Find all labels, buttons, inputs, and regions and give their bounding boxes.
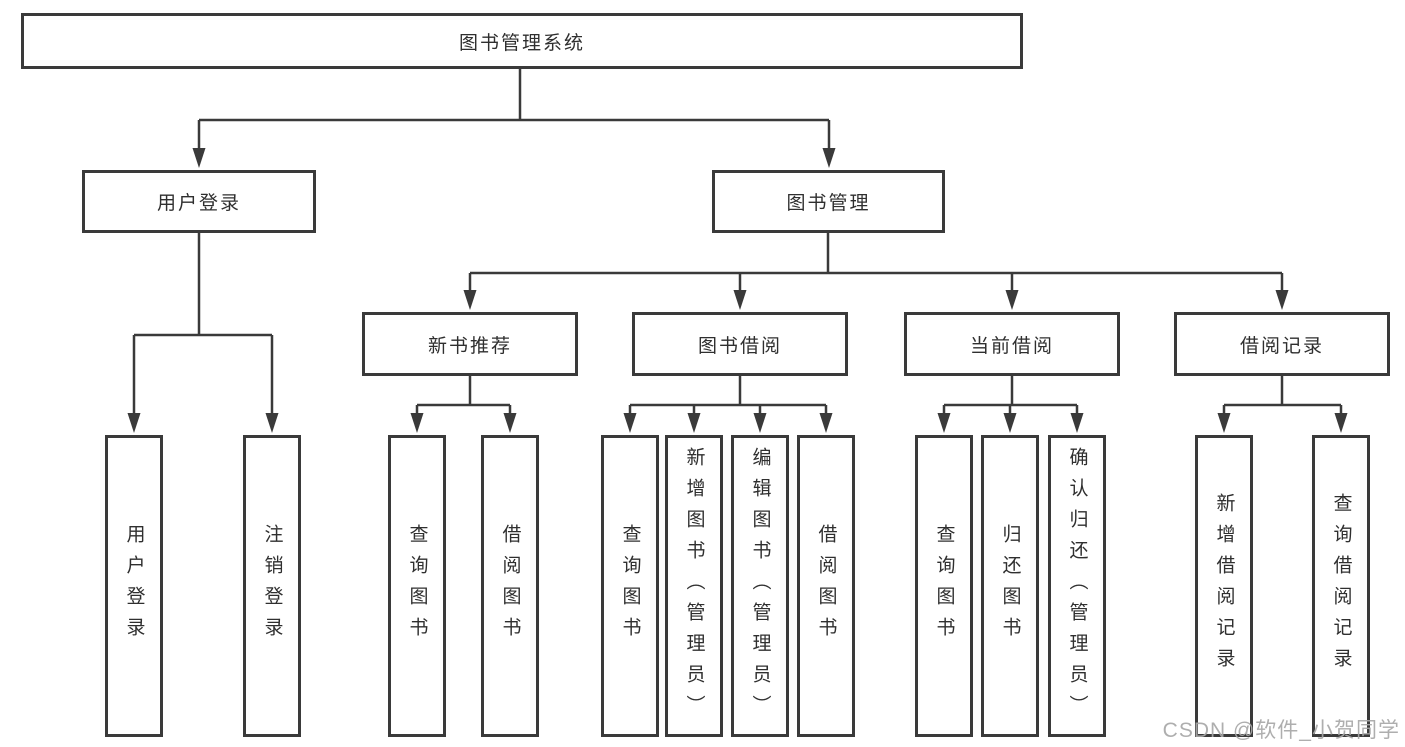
leaf-confirm-return-admin: 确认归还（管理员） [1048, 435, 1106, 737]
leaf-return-book: 归还图书 [981, 435, 1039, 737]
node-label: 借阅图书 [815, 524, 837, 648]
leaf-logout: 注销登录 [243, 435, 301, 737]
node-label: 注销登录 [261, 524, 283, 648]
leaf-borrow-books-borrowing: 借阅图书 [797, 435, 855, 737]
node-current-borrowing: 当前借阅 [904, 312, 1120, 376]
node-label: 借阅记录 [1239, 335, 1324, 357]
node-label: 查询图书 [933, 524, 955, 648]
node-label: 新增图书（管理员） [683, 446, 705, 726]
node-label: 新书推荐 [427, 335, 512, 357]
leaf-borrow-books-recommend: 借阅图书 [481, 435, 539, 737]
leaf-query-borrow-record: 查询借阅记录 [1312, 435, 1370, 737]
watermark: CSDN @软件_小贺同学 [1162, 719, 1400, 742]
node-label: 查询图书 [619, 524, 641, 648]
leaf-add-borrow-record: 新增借阅记录 [1195, 435, 1253, 737]
node-book-management: 图书管理 [712, 170, 945, 233]
leaf-query-books-recommend: 查询图书 [388, 435, 446, 737]
leaf-query-books-current: 查询图书 [915, 435, 973, 737]
leaf-add-book-admin: 新增图书（管理员） [665, 435, 723, 737]
node-label: 查询借阅记录 [1330, 493, 1352, 679]
node-label: 图书借阅 [697, 335, 782, 357]
node-label: 新增借阅记录 [1213, 493, 1235, 679]
node-book-borrowing: 图书借阅 [632, 312, 848, 376]
node-label: 借阅图书 [499, 524, 521, 648]
node-new-book-recommendation: 新书推荐 [362, 312, 578, 376]
node-label: 编辑图书（管理员） [749, 446, 771, 726]
node-label: 当前借阅 [969, 335, 1054, 357]
node-label: 查询图书 [406, 524, 428, 648]
node-library-management-system: 图书管理系统 [21, 13, 1023, 69]
node-label: 图书管理系统 [458, 32, 585, 54]
node-label: 图书管理 [786, 193, 871, 214]
node-user-login: 用户登录 [82, 170, 316, 233]
leaf-edit-book-admin: 编辑图书（管理员） [731, 435, 789, 737]
node-label: 用户登录 [156, 193, 241, 214]
node-label: 归还图书 [999, 524, 1021, 648]
node-label: 用户登录 [123, 524, 145, 648]
node-label: 确认归还（管理员） [1066, 446, 1088, 726]
node-borrowing-records: 借阅记录 [1174, 312, 1390, 376]
leaf-user-login: 用户登录 [105, 435, 163, 737]
leaf-query-books-borrowing: 查询图书 [601, 435, 659, 737]
